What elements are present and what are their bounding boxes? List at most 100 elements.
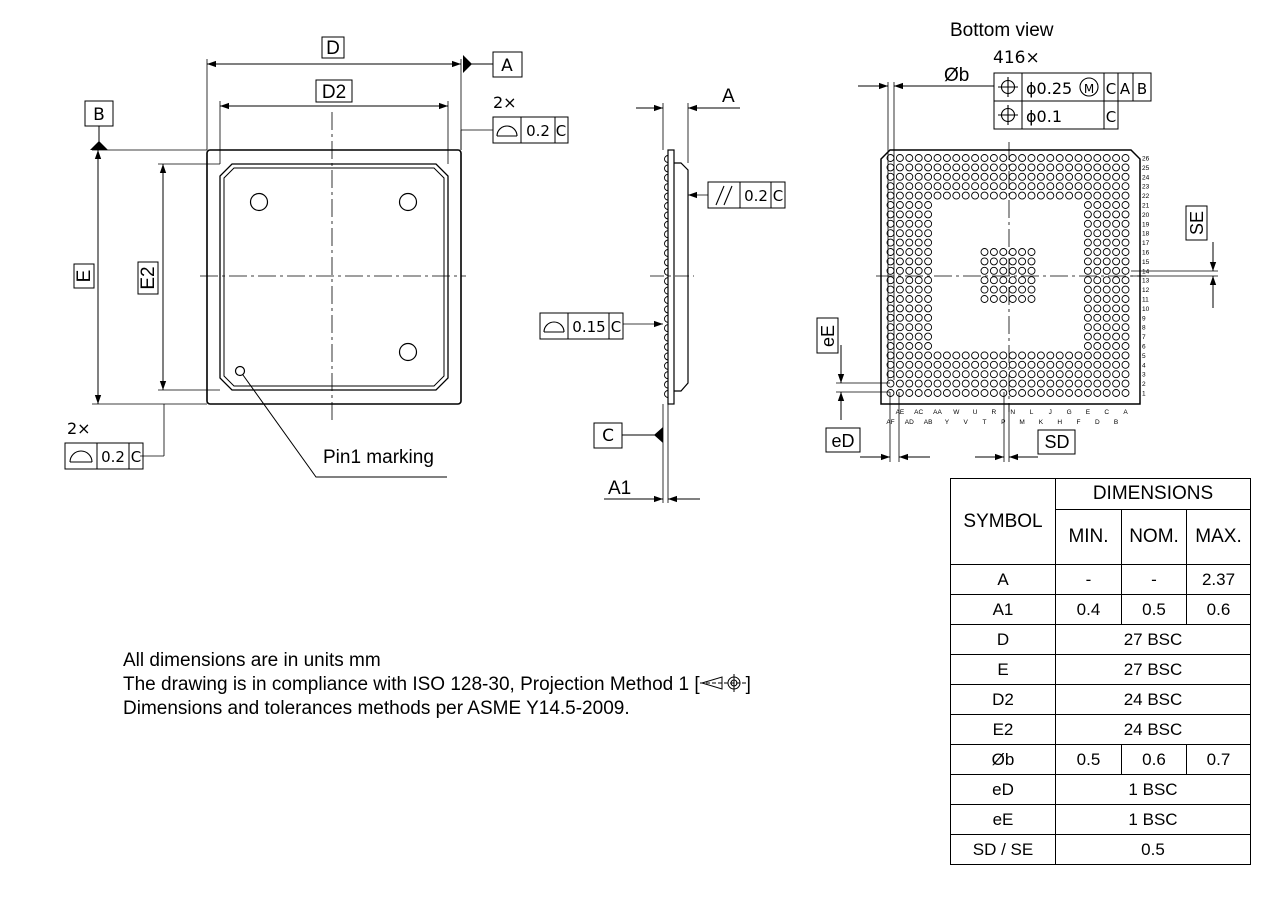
row-number: 19	[1142, 221, 1150, 228]
multiplier-bottom: 2×	[67, 419, 91, 438]
solder-ball	[1093, 154, 1102, 162]
solder-ball	[914, 295, 923, 303]
solder-ball	[989, 266, 998, 275]
row-number: 8	[1142, 325, 1146, 332]
solder-ball	[989, 257, 998, 266]
cell-symbol: E2	[950, 714, 1056, 745]
solder-ball	[1055, 370, 1064, 379]
solder-ball	[1093, 304, 1102, 313]
column-letter: W	[953, 409, 960, 416]
solder-ball	[1102, 276, 1111, 285]
solder-ball	[1027, 154, 1036, 162]
bottom-view-text: Bottom view 416× Øb ϕ0.25 M C A B ϕ0.1 C…	[818, 20, 1207, 452]
solder-ball	[952, 163, 961, 172]
solder-ball	[1102, 163, 1111, 172]
solder-ball	[914, 323, 923, 332]
solder-ball	[989, 182, 998, 191]
solder-ball	[1093, 219, 1102, 228]
solder-ball	[1083, 238, 1092, 247]
solder-ball	[1027, 163, 1036, 172]
solder-ball	[1112, 163, 1121, 172]
solder-ball	[999, 389, 1008, 397]
solder-ball	[952, 154, 961, 162]
solder-ball	[895, 219, 904, 228]
row-number: 16	[1142, 250, 1150, 257]
solder-ball	[1121, 379, 1130, 388]
solder-ball	[895, 370, 904, 379]
multiplier-top: 2×	[493, 93, 517, 112]
label-eE: eE	[818, 325, 838, 347]
solder-ball	[999, 379, 1008, 388]
cell-min: 0.4	[1055, 594, 1122, 625]
cell-symbol: eD	[950, 774, 1056, 805]
solder-ball	[1121, 360, 1130, 369]
solder-ball	[999, 295, 1008, 303]
label-eD: eD	[831, 431, 854, 451]
solder-ball	[1121, 389, 1130, 397]
solder-ball	[1112, 323, 1121, 332]
solder-ball	[1093, 229, 1102, 238]
solder-ball	[942, 172, 951, 181]
solder-ball	[961, 389, 970, 397]
solder-ball	[1093, 182, 1102, 191]
row-number: 22	[1142, 193, 1150, 200]
solder-ball	[980, 379, 989, 388]
solder-ball	[971, 370, 980, 379]
solder-ball	[1074, 389, 1083, 397]
solder-ball	[933, 182, 942, 191]
solder-ball	[989, 276, 998, 285]
solder-ball	[1027, 379, 1036, 388]
solder-ball	[895, 154, 904, 162]
solder-ball	[933, 351, 942, 360]
solder-ball	[1121, 210, 1130, 219]
fcf-datum: C	[1106, 108, 1116, 126]
solder-ball	[924, 285, 933, 294]
solder-ball	[924, 191, 933, 200]
solder-ball	[1046, 154, 1055, 162]
solder-ball	[1083, 360, 1092, 369]
solder-ball	[999, 182, 1008, 191]
solder-ball	[1093, 332, 1102, 341]
solder-ball	[924, 219, 933, 228]
cell-min: 0.5	[1055, 744, 1122, 775]
row-number: 13	[1142, 278, 1150, 285]
solder-ball	[895, 238, 904, 247]
solder-ball	[1083, 379, 1092, 388]
cell-symbol: SD / SE	[950, 834, 1056, 865]
solder-ball	[1112, 276, 1121, 285]
solder-ball	[1102, 191, 1111, 200]
solder-ball	[905, 313, 914, 322]
ball-count: 416×	[993, 48, 1040, 68]
solder-ball	[1036, 370, 1045, 379]
solder-ball	[1008, 154, 1017, 162]
solder-ball	[1065, 182, 1074, 191]
solder-ball	[999, 360, 1008, 369]
solder-ball	[980, 154, 989, 162]
solder-ball	[1065, 379, 1074, 388]
row-number: 4	[1142, 362, 1146, 369]
cell-value: 0.5	[1055, 834, 1251, 865]
column-letter: P	[1001, 419, 1005, 426]
solder-ball	[1112, 389, 1121, 397]
solder-ball	[1102, 389, 1111, 397]
solder-ball	[924, 351, 933, 360]
solder-ball	[1074, 360, 1083, 369]
solder-ball	[924, 238, 933, 247]
fcf-datum: C	[556, 122, 566, 140]
fcf-datum: C	[611, 318, 621, 336]
solder-ball	[905, 304, 914, 313]
solder-ball	[1121, 332, 1130, 341]
solder-ball	[905, 342, 914, 350]
solder-ball	[1112, 229, 1121, 238]
column-letter: C	[1104, 409, 1109, 416]
solder-ball	[1074, 172, 1083, 181]
solder-ball	[1027, 182, 1036, 191]
solder-ball	[905, 257, 914, 266]
solder-ball	[1112, 182, 1121, 191]
ball-grid	[886, 154, 1130, 397]
solder-ball	[905, 389, 914, 397]
solder-ball	[999, 370, 1008, 379]
solder-ball	[1027, 248, 1036, 256]
